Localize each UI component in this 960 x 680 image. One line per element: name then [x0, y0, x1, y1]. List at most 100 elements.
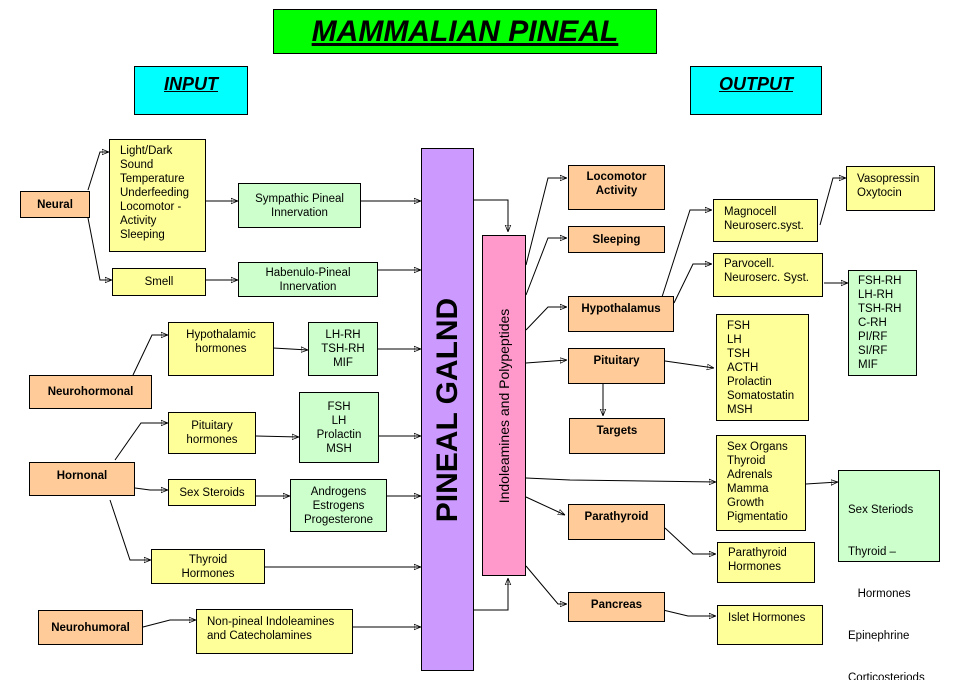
input-header-box: INPUT — [134, 66, 248, 115]
organ-hormone: Epinephrine — [848, 630, 910, 642]
stimulus: Temperature — [120, 173, 185, 185]
arrow-gland-to-products-bottom — [473, 578, 508, 611]
target-organ: Growth — [727, 497, 765, 509]
islet-hormones-box: Islet Hormones — [717, 605, 823, 645]
neurohumoral-category: Neurohumoral — [38, 610, 143, 645]
pituitary-output-item: Somatostatin — [727, 390, 795, 402]
stimulus: Sound — [120, 159, 154, 171]
magnocell-line: Magnocell — [724, 206, 777, 218]
arrow-gland-to-products-top — [473, 199, 508, 232]
arrow-hornonal-to-pituitary — [114, 423, 168, 461]
stimulus: Underfeeding — [120, 187, 190, 199]
parathyroid-label: Parathyroid — [584, 511, 649, 523]
arrow-hypothalamus-to-magnocell — [661, 210, 712, 298]
locomotor-line: Locomotor — [586, 171, 647, 183]
nonpineal-line: Non-pineal Indoleamines — [207, 616, 335, 628]
locomotor-line: Activity — [595, 185, 638, 197]
organ-hormone: Hormones — [848, 588, 911, 600]
products-box: Indoleamines and Polypeptides — [482, 235, 526, 576]
releasing-factor: TSH-RH — [858, 303, 902, 315]
hornonal-label: Hornonal — [56, 470, 108, 482]
arrow-pituitary-to-list — [255, 436, 299, 437]
releasing-factor: FSH-RH — [858, 275, 902, 287]
organ-hormone: Corticosteriods — [848, 672, 925, 680]
target-organ: Sex Organs — [727, 441, 788, 453]
pituitary-hormones-box: Pituitary hormones — [168, 412, 256, 454]
steroid-item: Progesterone — [303, 513, 374, 526]
target-organs-box: Sex Organs Thyroid Adrenals Mamma Growth… — [716, 435, 806, 531]
targets-box: Targets — [569, 418, 665, 454]
locomotor-activity-box: Locomotor Activity — [568, 165, 665, 210]
arrow-products-to-sleeping — [525, 238, 567, 296]
stimulus: Locomotor - — [120, 201, 182, 213]
arrow-neurohumoral-to-nonpineal — [142, 620, 196, 628]
organ-hormone: Thyroid – — [848, 546, 896, 558]
thyroid-line: Thyroid — [188, 553, 228, 566]
pituitary-list-box: FSH LH Prolactin MSH — [299, 392, 379, 463]
habenulo-line: Habenulo-Pineal — [265, 266, 351, 279]
arrow-hypothalamic-to-releasing — [272, 348, 308, 350]
pituitary-output-item: LH — [727, 334, 742, 346]
smell-box: Smell — [112, 268, 206, 296]
parathyroid-hormones-line: Hormones — [728, 561, 782, 573]
pituitary-hormones-line: Pituitary — [191, 420, 233, 432]
nonpineal-line: and Catecholamines — [207, 630, 312, 642]
stimulus: Sleeping — [120, 229, 165, 241]
releasing-factor: PI/RF — [858, 331, 888, 343]
sleeping-label: Sleeping — [592, 233, 641, 246]
steroid-item: Androgens — [310, 485, 367, 498]
hypothalamic-line: Hypothalamic — [186, 329, 256, 341]
output-header: OUTPUT — [719, 74, 793, 94]
arrow-products-to-pituitary — [525, 360, 567, 363]
magnocell-box: Magnocell Neuroserc.syst. — [713, 199, 818, 242]
arrow-pituitary-to-list — [664, 360, 714, 368]
arrow-organs-to-hormones — [805, 482, 838, 484]
pituitary-item: MSH — [326, 442, 352, 455]
sympathetic-innervation-box: Sympathic Pineal Innervation — [238, 183, 361, 228]
target-organ: Pigmentatio — [727, 511, 788, 523]
organ-hormones-box: Sex Steriods Thyroid – Hormones Epinephr… — [838, 470, 940, 680]
arrow-products-to-organs — [525, 477, 716, 482]
thyroid-line: Hormones — [181, 567, 235, 580]
pituitary-output-box: Pituitary — [568, 348, 665, 384]
pituitary-output-item: TSH — [727, 348, 750, 360]
hypothalamic-line: hormones — [195, 343, 247, 355]
thyroid-hormones-box: Thyroid Hormones — [151, 549, 265, 584]
target-organ: Adrenals — [727, 469, 773, 481]
pituitary-output-item: FSH — [727, 320, 750, 332]
sex-steroids-box: Sex Steroids — [168, 479, 256, 506]
title-banner: MAMMALIAN PINEAL — [273, 9, 657, 54]
neurohumoral-label: Neurohumoral — [51, 621, 130, 634]
pineal-gland-label: PINEAL GALND — [430, 297, 464, 522]
stimulus: Activity — [120, 215, 157, 227]
releasing-factor: C-RH — [858, 317, 887, 329]
input-header: INPUT — [164, 74, 218, 94]
target-organ: Thyroid — [727, 455, 766, 467]
arrow-neurohormonal-to-hypothalamic — [132, 335, 168, 376]
parvocell-box: Parvocell. Neuroserc. Syst. — [713, 253, 823, 297]
parathyroid-hormones-line: Parathyroid — [728, 547, 787, 559]
products-label: Indoleamines and Polypeptides — [496, 308, 512, 503]
parvocell-line: Neuroserc. Syst. — [724, 272, 809, 284]
targets-label: Targets — [596, 425, 638, 437]
pituitary-item: Prolactin — [316, 428, 362, 441]
vasopressin-line: Vasopressin — [857, 173, 920, 185]
pituitary-output-item: ACTH — [727, 362, 759, 374]
releasing-line: MIF — [333, 357, 353, 369]
target-organ: Mamma — [727, 483, 769, 495]
magnocell-line: Neuroserc.syst. — [724, 220, 804, 232]
arrow-products-to-parathyroid — [525, 496, 565, 516]
arrow-hypothalamus-to-parvocell — [673, 264, 712, 304]
habenulo-line: Innervation — [279, 280, 337, 293]
pituitary-output-item: MSH — [727, 404, 753, 416]
releasing-factor: SI/RF — [858, 345, 888, 357]
releasing-line: LH-RH — [325, 329, 361, 341]
hypothalamus-box: Hypothalamus — [568, 296, 674, 332]
pituitary-output-item: Prolactin — [727, 376, 772, 388]
arrow-hornonal-to-sexsteroids — [134, 488, 168, 490]
hornonal-category: Hornonal — [29, 462, 135, 496]
pituitary-output-list-box: FSH LH TSH ACTH Prolactin Somatostatin M… — [716, 314, 809, 421]
steroid-list-box: Androgens Estrogens Progesterone — [290, 479, 387, 532]
sympathetic-line: Sympathic Pineal — [255, 192, 344, 205]
